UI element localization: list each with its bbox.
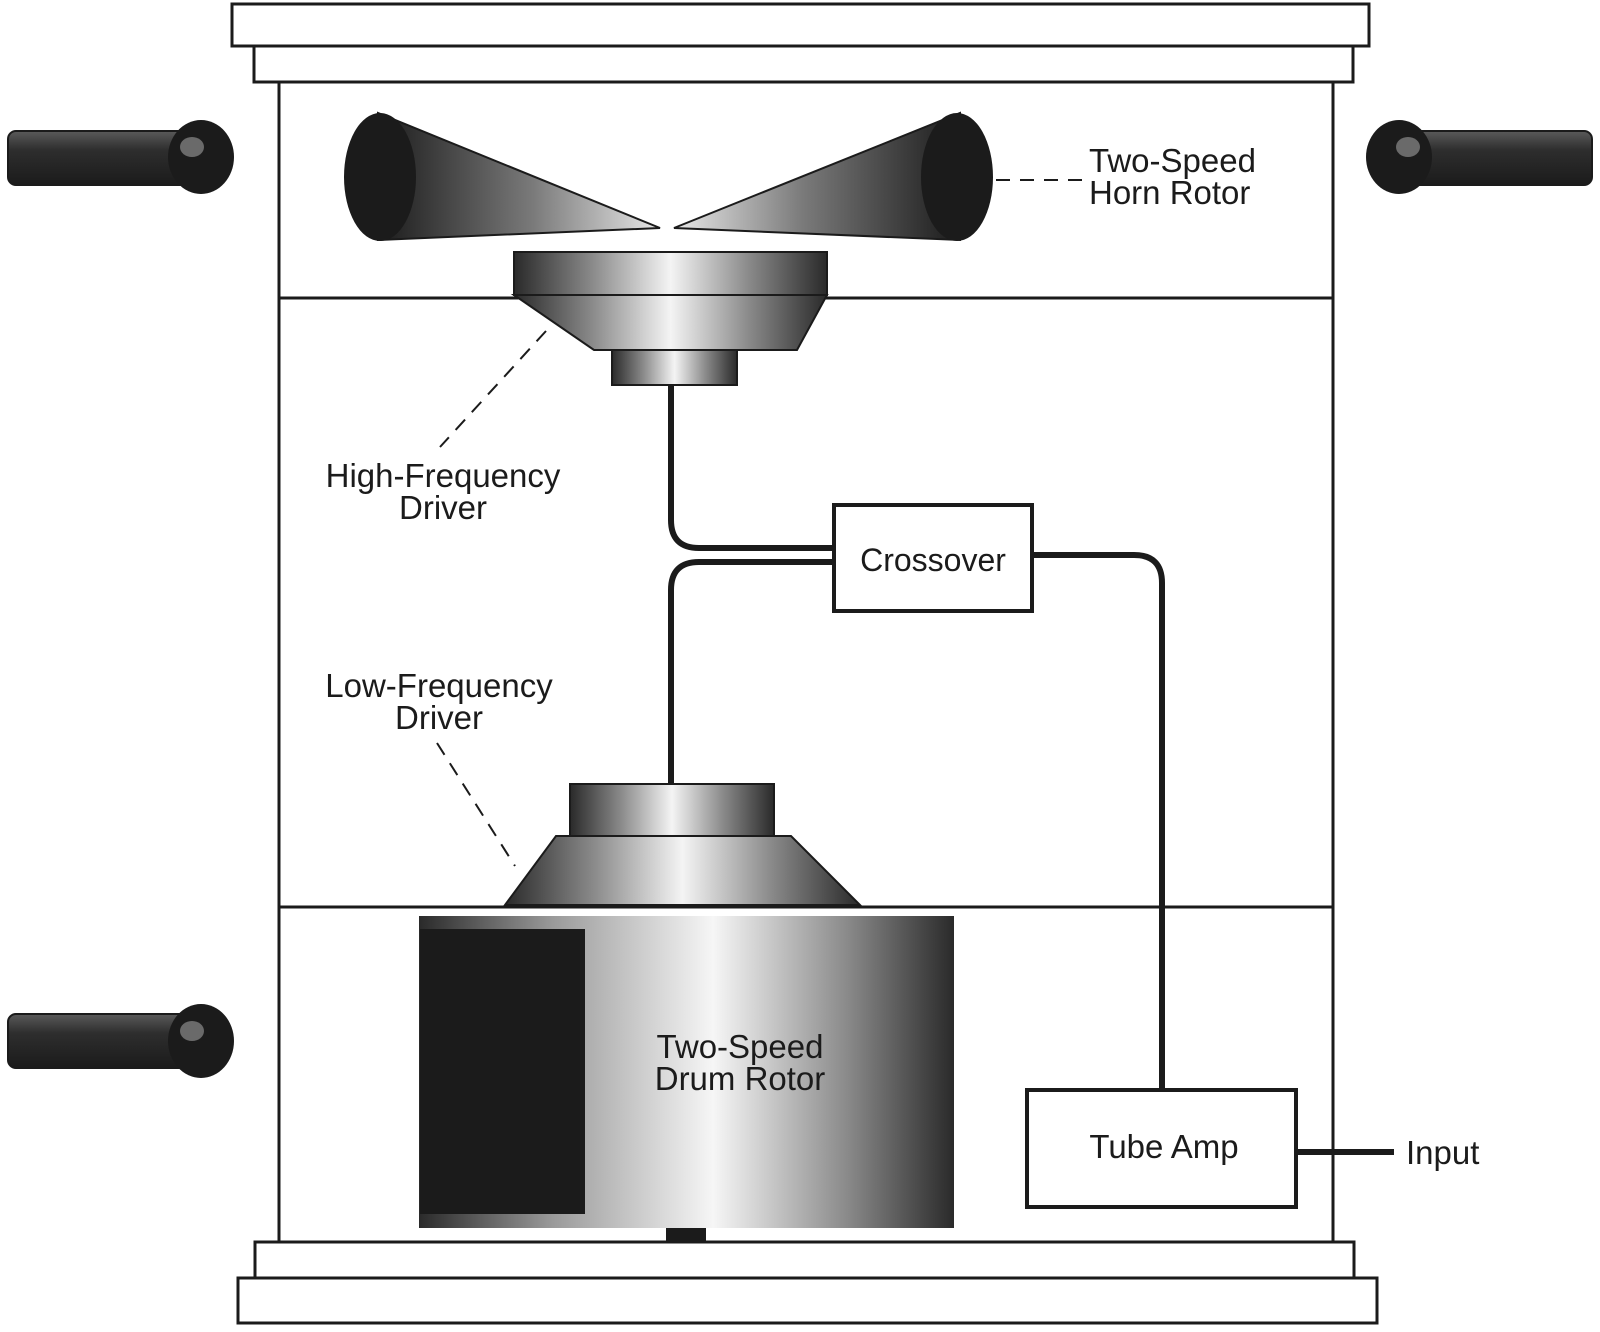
label-crossover: Crossover [860,542,1006,578]
leader-lines [436,179,1085,867]
horn-icon [673,111,993,242]
label-lf-driver-line1: Low-Frequency [325,667,553,704]
cabinet-top-rim [252,44,1355,84]
label-input: Input [1406,1134,1479,1171]
label-horn-rotor-line2: Horn Rotor [1089,174,1250,211]
label-hf-driver-line1: High-Frequency [326,457,561,494]
cabinet-bottom-base [236,1276,1379,1325]
tube-amp-box [1025,1088,1298,1209]
low-frequency-driver [503,783,863,906]
drum-rotor [419,916,954,1242]
cabinet-handle-icon [7,120,234,194]
label-tube-amp: Tube Amp [1089,1128,1238,1165]
cabinet-bottom-rim [253,1240,1356,1280]
wire-amp-crossover [1032,552,1165,1090]
wiring [668,385,1394,1155]
horn-icon [344,111,661,242]
cabinet-handle-icon [1366,120,1593,194]
label-hf-driver-line2: Driver [399,489,487,526]
horn-rotor [344,111,993,242]
label-drum-rotor-line2: Drum Rotor [655,1060,826,1097]
high-frequency-driver [510,251,829,386]
cabinet-handle-icon [7,1004,234,1078]
label-horn-rotor-line1: Two-Speed [1089,142,1256,179]
wire-hf-driver [668,385,834,551]
wire-lf-driver [668,559,834,784]
leader-lf-driver [436,742,516,867]
label-drum-rotor-line1: Two-Speed [657,1028,824,1065]
crossover-box [832,503,1034,613]
label-lf-driver-line2: Driver [395,699,483,736]
leader-hf-driver [439,330,547,448]
cabinet-top-lid [230,2,1371,48]
